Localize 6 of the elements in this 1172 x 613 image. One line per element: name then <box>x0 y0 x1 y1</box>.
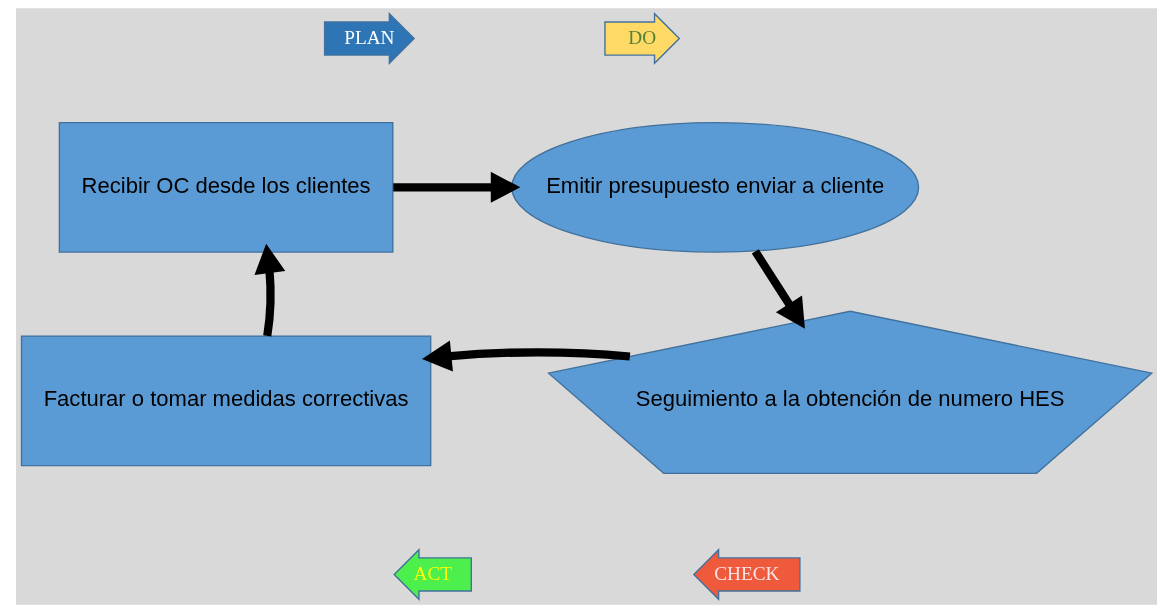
node-box: Recibir OC desde los clientes <box>58 121 393 253</box>
node-ellipse: Emitir presupuesto enviar a cliente <box>510 121 919 253</box>
arrow <box>392 171 520 203</box>
node-box: Facturar o tomar medidas correctivas <box>20 335 431 467</box>
arrow <box>751 249 805 329</box>
arrow <box>253 243 285 337</box>
